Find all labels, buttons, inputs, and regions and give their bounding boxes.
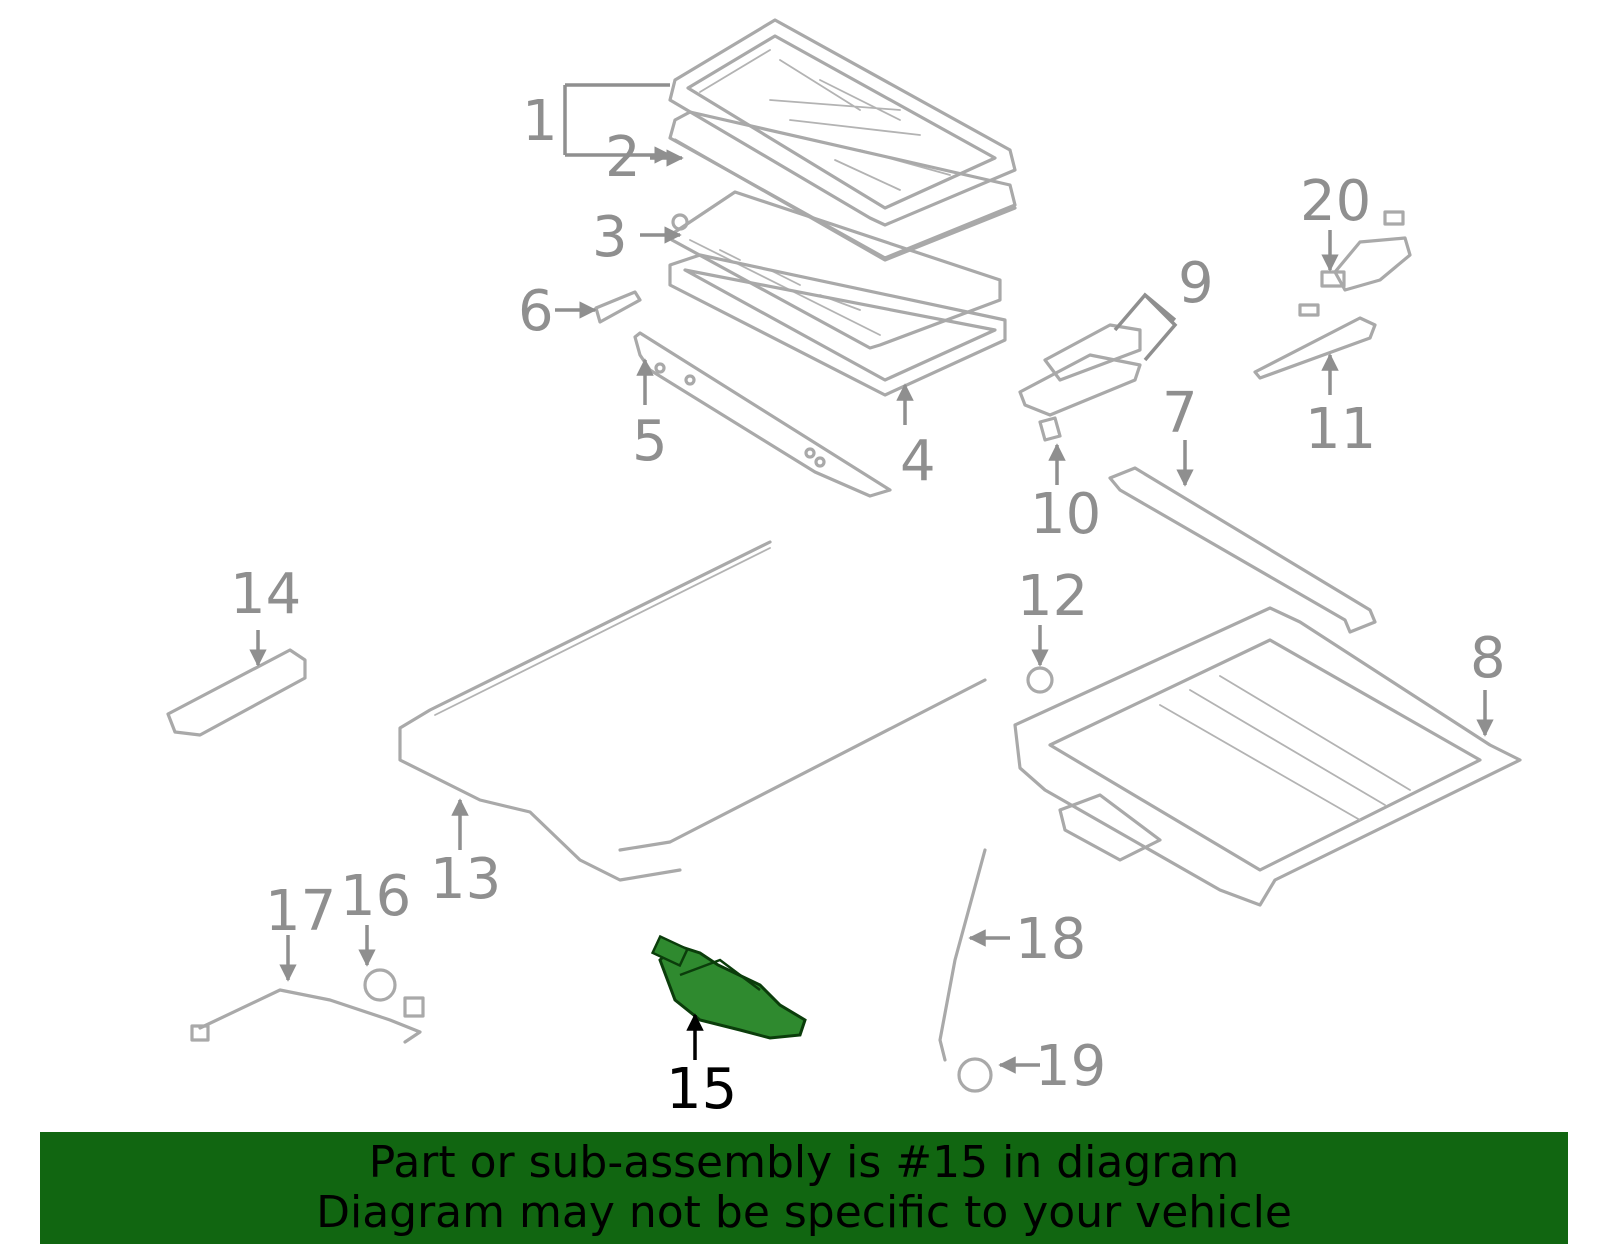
callout-4: 4 — [900, 429, 936, 494]
callout-9: 9 — [1178, 251, 1214, 316]
callout-12: 12 — [1017, 564, 1088, 629]
callout-17: 17 — [265, 879, 336, 944]
banner-line-1: Part or sub-assembly is #15 in diagram — [368, 1137, 1240, 1188]
part-14-bracket — [166, 648, 307, 737]
part-8-housing — [1013, 606, 1522, 907]
part-4-lower-seal — [668, 253, 1007, 397]
callout-6: 6 — [518, 279, 554, 344]
part-17-harness — [198, 988, 422, 1044]
leader-lines — [249, 83, 1494, 1074]
part-2-seal — [668, 110, 1017, 262]
callout-13: 13 — [430, 847, 501, 912]
callout-16: 16 — [340, 864, 411, 929]
part-16-grommet — [363, 968, 425, 1018]
callout-20: 20 — [1300, 169, 1371, 234]
part-12-nut — [1026, 666, 1054, 694]
callout-15: 15 — [666, 1057, 737, 1122]
part-18-drain-hose — [938, 848, 987, 1062]
part-13-cable — [398, 540, 987, 882]
callout-3: 3 — [592, 205, 628, 270]
callout-2: 2 — [605, 125, 641, 190]
part-19-grommet — [957, 1057, 993, 1093]
callout-11: 11 — [1305, 397, 1376, 462]
part-3-frame — [670, 190, 1002, 350]
notice-banner: Part or sub-assembly is #15 in diagram D… — [40, 1132, 1568, 1244]
part-15-motor — [650, 934, 807, 1040]
callout-5: 5 — [632, 409, 668, 474]
part-20-switch — [1298, 210, 1412, 317]
callout-19: 19 — [1035, 1034, 1106, 1099]
callout-8: 8 — [1470, 626, 1506, 691]
part-6-clip — [594, 290, 642, 324]
part-1-glass-panel — [668, 18, 1017, 227]
part-7-deflector — [1108, 466, 1377, 634]
part-10-clip — [1038, 416, 1062, 442]
callout-18: 18 — [1015, 907, 1086, 972]
part-5-rail — [633, 331, 892, 498]
callout-7: 7 — [1162, 381, 1198, 446]
callout-1: 1 — [522, 89, 558, 154]
part-9-bracket — [1018, 323, 1142, 417]
callout-14: 14 — [230, 562, 301, 627]
callout-10: 10 — [1030, 482, 1101, 547]
part-11-bracket — [1253, 316, 1377, 380]
banner-line-2: Diagram may not be specific to your vehi… — [316, 1187, 1292, 1238]
